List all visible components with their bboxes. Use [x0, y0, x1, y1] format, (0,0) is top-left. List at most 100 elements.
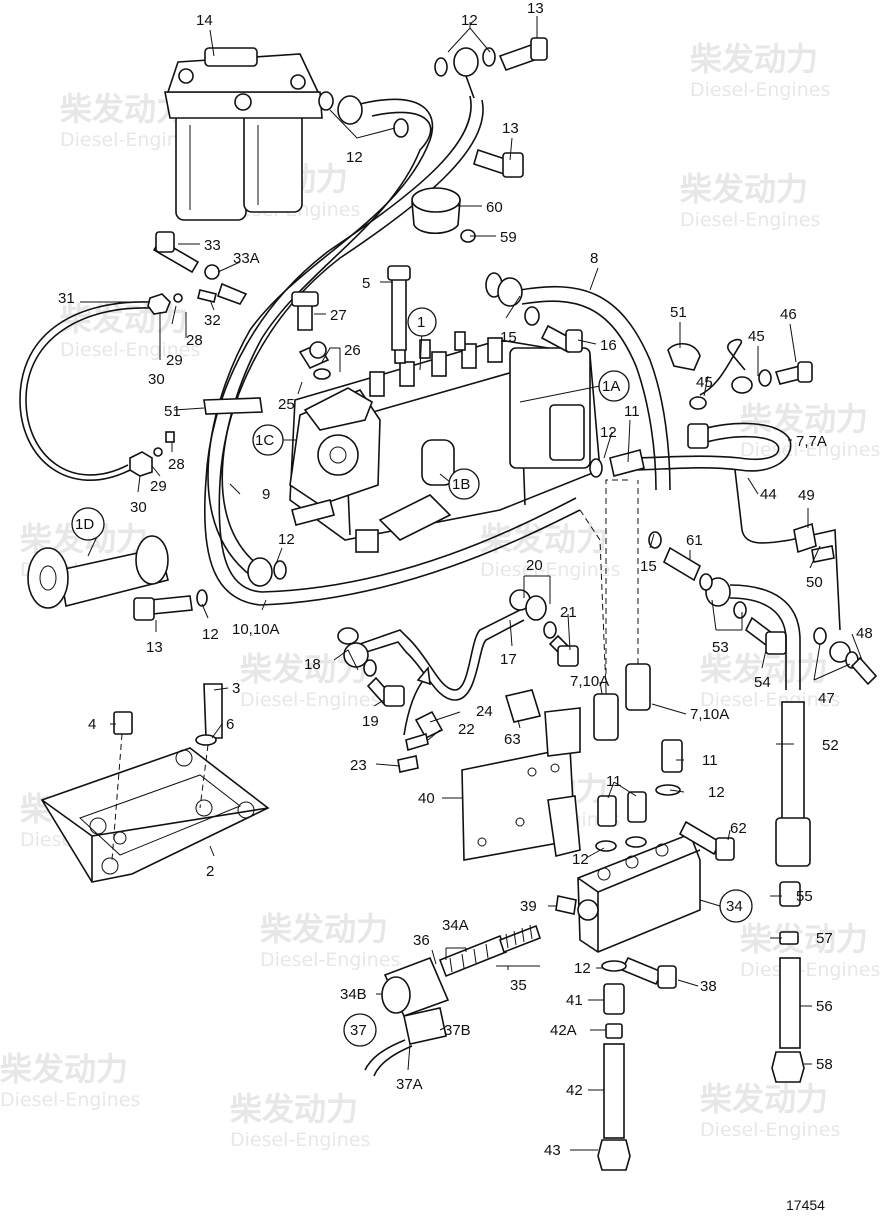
clip-51-right-part — [667, 343, 701, 371]
callout-53: 53 — [712, 639, 729, 656]
callout-8: 8 — [590, 250, 598, 267]
callout-7-10a: 7,10A — [690, 706, 729, 723]
parts-layer — [19, 37, 878, 1171]
watermark-tile: 柴发动力 Diesel-Engines — [700, 1080, 840, 1141]
callout-56: 56 — [816, 998, 833, 1015]
callout-18: 18 — [304, 656, 321, 673]
watermark-text-cn: 柴发动力 — [480, 520, 608, 558]
callout-51: 51 — [670, 304, 687, 321]
callout-62: 62 — [730, 820, 747, 837]
fuel-filter-part — [164, 47, 323, 221]
callout-circles — [71, 307, 753, 1047]
callout-12: 12 — [461, 12, 478, 29]
watermark-text-en: Diesel-Engines — [0, 1089, 140, 1111]
bolt-5-part — [391, 271, 407, 351]
callout-circle-1d — [71, 507, 105, 541]
callout-48: 48 — [856, 625, 873, 642]
watermark-text-cn: 柴发动力 — [260, 910, 388, 948]
watermark-text-cn: 柴发动力 — [740, 400, 868, 438]
callout-42: 42 — [566, 1082, 583, 1099]
callout-20: 20 — [526, 557, 543, 574]
callout-23: 23 — [350, 757, 367, 774]
callout-25: 25 — [278, 396, 295, 413]
callout-15: 15 — [500, 329, 517, 346]
callout-58: 58 — [816, 1056, 833, 1073]
callout-14: 14 — [196, 12, 213, 29]
arrow-head-part — [416, 666, 431, 686]
callout-labels: 14 12 13 12 13 60 59 33 33A 8 31 32 5 27… — [58, 0, 873, 1159]
hose-31-part-inner — [25, 307, 151, 476]
bolt-3-part — [203, 683, 223, 739]
callout-46: 46 — [780, 306, 797, 323]
callout-44: 44 — [760, 486, 777, 503]
watermark-tile: 柴发动力 Diesel-Engines — [60, 300, 200, 361]
callout-22: 22 — [458, 721, 475, 738]
callout-circle-1c — [252, 424, 284, 456]
nut-7-part — [687, 423, 709, 449]
hose-52-part — [729, 584, 801, 690]
callout-circle-1c-label: 1C — [255, 432, 274, 449]
pipe-44-part — [734, 469, 841, 631]
watermark-tile: 柴发动力 Diesel-Engines — [480, 520, 620, 581]
sender-7-10a-right-part — [625, 663, 651, 711]
pipe-17-part — [359, 609, 521, 691]
callout-41: 41 — [566, 992, 583, 1009]
callout-24: 24 — [476, 703, 493, 720]
callout-9: 9 — [262, 486, 270, 503]
callout-49: 49 — [798, 487, 815, 504]
callout-5: 5 — [362, 275, 370, 292]
watermark-text-cn: 柴发动力 — [740, 920, 868, 958]
manifold-block-34-part — [577, 832, 701, 953]
callout-12: 12 — [278, 531, 295, 548]
callout-circle-1b — [448, 468, 480, 500]
callout-13: 13 — [527, 0, 544, 17]
callout-13: 13 — [146, 639, 163, 656]
watermark-tile: 柴发动力 Diesel-Engines — [740, 400, 880, 461]
watermark-text-cn: 柴发动力 — [230, 1090, 358, 1128]
callout-42a: 42A — [550, 1022, 577, 1039]
drawing-number: 17454 — [786, 1197, 825, 1213]
fitting-61-part — [648, 531, 787, 655]
callout-34b: 34B — [340, 986, 367, 1003]
callout-3: 3 — [232, 680, 240, 697]
callout-circle-1d-label: 1D — [75, 516, 94, 533]
watermark-tile: 柴发动力 Diesel-Engines — [700, 650, 840, 711]
callout-59: 59 — [500, 229, 517, 246]
callout-12: 12 — [202, 626, 219, 643]
banjo-fitting-mid-part — [318, 91, 524, 178]
pipe-45-part — [699, 338, 746, 396]
pipe-7-part-inner — [629, 435, 780, 461]
watermark-text-en: Diesel-Engines — [60, 129, 200, 151]
sender-7-10a-left-part — [593, 693, 619, 741]
callout-11: 11 — [702, 752, 718, 769]
watermark-text-en: Diesel-Engines — [240, 689, 380, 711]
callout-29: 29 — [150, 478, 167, 495]
callout-47: 47 — [818, 690, 835, 707]
pump-bracket-2-part — [40, 747, 270, 883]
solenoid-valve-part — [364, 924, 541, 1077]
callout-4: 4 — [88, 716, 96, 733]
watermark-text-en: Diesel-Engines — [700, 689, 840, 711]
hose-9-part-inner — [221, 111, 432, 569]
callout-circle-34-label: 34 — [726, 898, 743, 915]
watermark-text-en: Diesel-Engines — [690, 79, 830, 101]
banjo-bolt-lower-part — [133, 557, 287, 621]
callout-31: 31 — [58, 290, 75, 307]
callout-circle-34 — [719, 889, 753, 923]
callout-37b: 37B — [444, 1022, 471, 1039]
callout-32: 32 — [204, 312, 221, 329]
callout-35: 35 — [510, 977, 527, 994]
watermark-text-en: Diesel-Engines — [740, 959, 880, 981]
callout-21: 21 — [560, 604, 577, 621]
callout-12: 12 — [574, 960, 591, 977]
callout-55: 55 — [796, 888, 813, 905]
callout-36: 36 — [413, 932, 430, 949]
callout-30: 30 — [148, 371, 165, 388]
watermark-text-en: Diesel-Engines — [260, 949, 400, 971]
watermark-text-cn: 柴发动力 — [0, 1050, 128, 1088]
callout-50: 50 — [806, 574, 823, 591]
callout-60: 60 — [486, 199, 503, 216]
pipe-17-part-inner — [359, 619, 525, 701]
callout-13: 13 — [502, 120, 519, 137]
callout-38: 38 — [700, 978, 717, 995]
